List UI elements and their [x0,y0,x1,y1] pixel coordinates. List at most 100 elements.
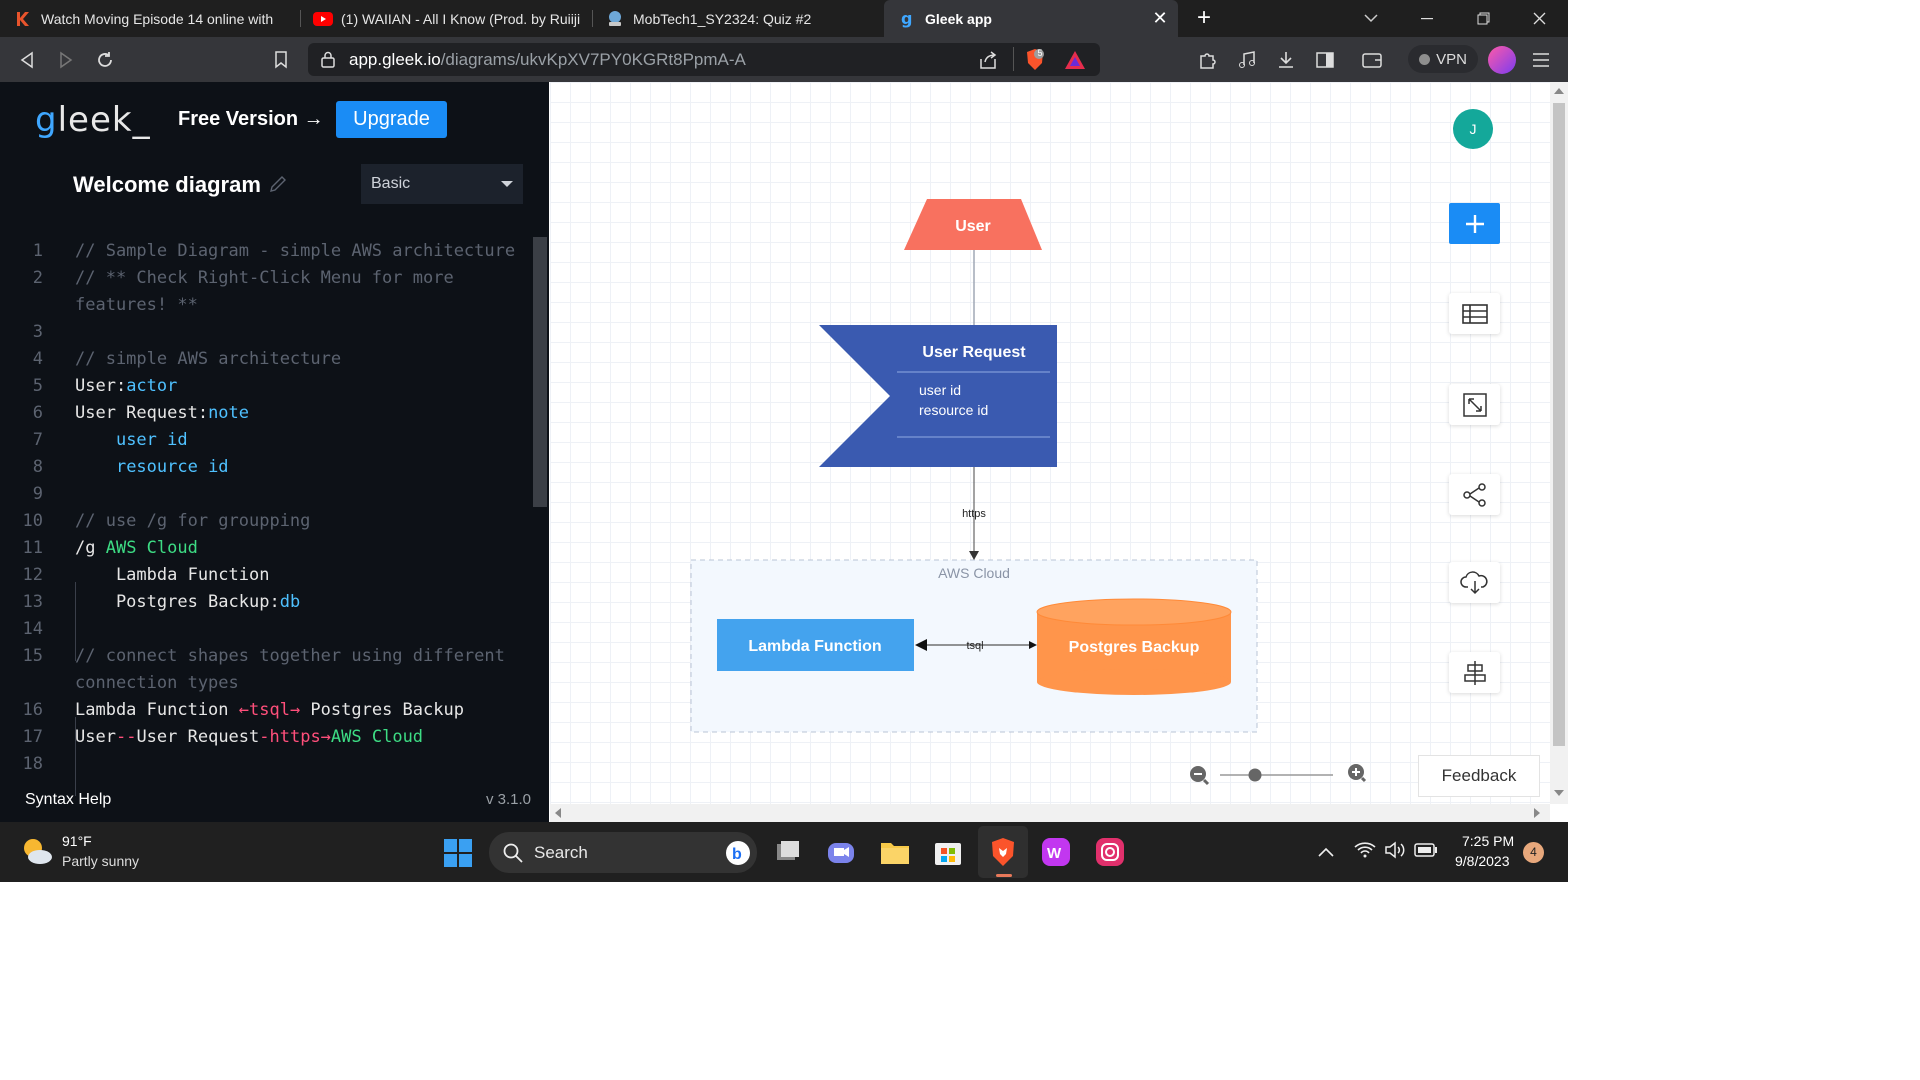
vpn-button[interactable]: VPN [1408,45,1478,73]
tab-gleek-app[interactable]: g Gleek app ✕ [884,0,1178,37]
clock-time[interactable]: 7:25 PM [1462,833,1515,849]
weather-icon[interactable] [20,836,54,871]
bing-icon[interactable]: b [725,840,751,871]
diagram-canvas[interactable]: AWS Cloud User User Request user id reso… [550,82,1550,804]
canvas-horizontal-scrollbar[interactable] [550,804,1550,822]
file-explorer-icon[interactable] [880,837,910,867]
pencil-icon[interactable] [268,174,288,194]
scroll-down-icon[interactable] [1554,790,1564,796]
back-icon[interactable] [12,45,42,75]
feedback-button[interactable]: Feedback [1418,755,1540,797]
bookmark-icon[interactable] [266,45,296,75]
zoom-in-icon[interactable] [1348,764,1367,783]
tsql-label: tsql [966,640,983,652]
svg-text:g: g [901,9,912,28]
version-label: v 3.1.0 [486,791,532,808]
restore-icon[interactable] [1458,0,1508,37]
wps-office-icon[interactable]: W [1041,837,1071,867]
code-text: resource id [115,457,229,477]
diagram-title[interactable]: Welcome diagram [73,172,261,197]
share-button[interactable] [1449,474,1500,515]
postgres-backup-db-shape[interactable] [1036,598,1232,695]
menu-icon[interactable] [1526,45,1556,75]
music-icon[interactable] [1232,45,1262,75]
windows-taskbar: 91°F Partly sunny Search b W [0,822,1568,882]
user-request-title: User Request [922,344,1026,361]
battery-icon[interactable] [1414,843,1438,862]
share-page-icon[interactable] [978,50,998,75]
zoom-out-icon[interactable] [1190,766,1210,786]
table-view-button[interactable] [1449,293,1500,334]
scroll-thumb[interactable] [1553,103,1565,746]
code-area[interactable]: 1// Sample Diagram - simple AWS architec… [0,237,530,796]
new-tab-icon[interactable]: + [1196,4,1211,31]
free-version-link[interactable]: Free Version → [178,108,324,130]
user-request-note-shape[interactable] [819,325,1057,467]
add-button[interactable] [1449,203,1500,244]
cloud-download-button[interactable] [1449,562,1500,603]
line-number: 3 [32,322,43,342]
extensions-icon[interactable] [1192,45,1222,75]
windows-start-icon[interactable] [443,838,473,868]
brave-rewards-icon[interactable] [1064,50,1086,75]
weather-temperature[interactable]: 91°F [62,833,92,849]
taskbar-search[interactable]: Search b [489,832,757,873]
browser-tab-strip: Watch Moving Episode 14 online with (1) … [0,0,1568,37]
user-actor-shape[interactable] [904,199,1042,250]
close-tab-icon[interactable]: ✕ [1152,8,1168,28]
minimize-icon[interactable] [1402,0,1452,37]
brave-browser-icon [992,838,1014,866]
canvas-vertical-scrollbar[interactable] [1550,82,1568,804]
add-icon [1465,214,1484,233]
code-text: connection types [75,673,239,693]
theme-select[interactable]: Basic [361,164,523,204]
volume-icon[interactable] [1384,841,1406,864]
close-window-icon[interactable] [1514,0,1564,37]
scroll-up-icon[interactable] [1554,88,1564,94]
instagram-icon[interactable] [1095,837,1125,867]
tab-search-chevron-icon[interactable] [1346,0,1396,37]
task-view-icon[interactable] [773,837,803,867]
notification-badge[interactable]: 4 [1523,842,1544,863]
sidebar-icon[interactable] [1310,45,1340,75]
zoom-slider-thumb[interactable] [1248,768,1262,782]
wifi-icon[interactable] [1354,841,1376,864]
chevron-up-icon[interactable] [1318,844,1334,862]
upgrade-button[interactable]: Upgrade [336,101,447,138]
align-icon [1463,660,1486,685]
clock-date[interactable]: 9/8/2023 [1455,853,1510,869]
brave-taskbar-button[interactable] [978,826,1028,878]
lock-icon[interactable] [321,51,335,73]
user-avatar[interactable]: J [1453,109,1493,149]
tab-youtube[interactable]: (1) WAIIAN - All I Know (Prod. by Ruiiji [300,0,590,37]
diagram-svg: AWS Cloud User User Request user id reso… [690,199,1258,733]
gleek-logo[interactable]: gleek_ [35,100,151,140]
tab-watch-moving[interactable]: Watch Moving Episode 14 online with [0,0,298,37]
moodle-icon [606,10,624,28]
syntax-help-link[interactable]: Syntax Help [25,791,112,808]
tab-title: Watch Moving Episode 14 online with [41,10,274,27]
reload-icon[interactable] [90,45,120,75]
brave-shields-icon[interactable]: 5 [1024,48,1046,77]
forward-icon[interactable] [51,45,81,75]
microsoft-store-icon[interactable] [933,837,963,867]
lambda-function-shape[interactable] [717,619,914,671]
indent-guide [75,717,76,796]
line-number: 12 [22,565,43,585]
code-scrollbar[interactable] [533,237,547,507]
arrowhead-icon [1029,641,1037,649]
profile-avatar[interactable] [1488,46,1516,74]
address-bar[interactable]: app.gleek.io/diagrams/ukvKpXV7PY0KGRt8Pp… [308,43,1100,76]
scroll-left-icon[interactable] [555,808,561,818]
download-icon[interactable] [1271,45,1301,75]
fit-screen-button[interactable] [1449,384,1500,425]
tab-moodle-quiz[interactable]: MobTech1_SY2324: Quiz #2 [592,0,882,37]
vpn-status-icon [1419,53,1431,65]
wallet-icon[interactable] [1357,45,1387,75]
teams-chat-icon[interactable] [826,837,856,867]
scroll-right-icon[interactable] [1534,808,1540,818]
code-text: User--User Request-https→AWS Cloud [75,727,424,747]
weather-description[interactable]: Partly sunny [62,853,140,869]
line-number: 15 [22,646,43,666]
align-button[interactable] [1449,652,1500,693]
